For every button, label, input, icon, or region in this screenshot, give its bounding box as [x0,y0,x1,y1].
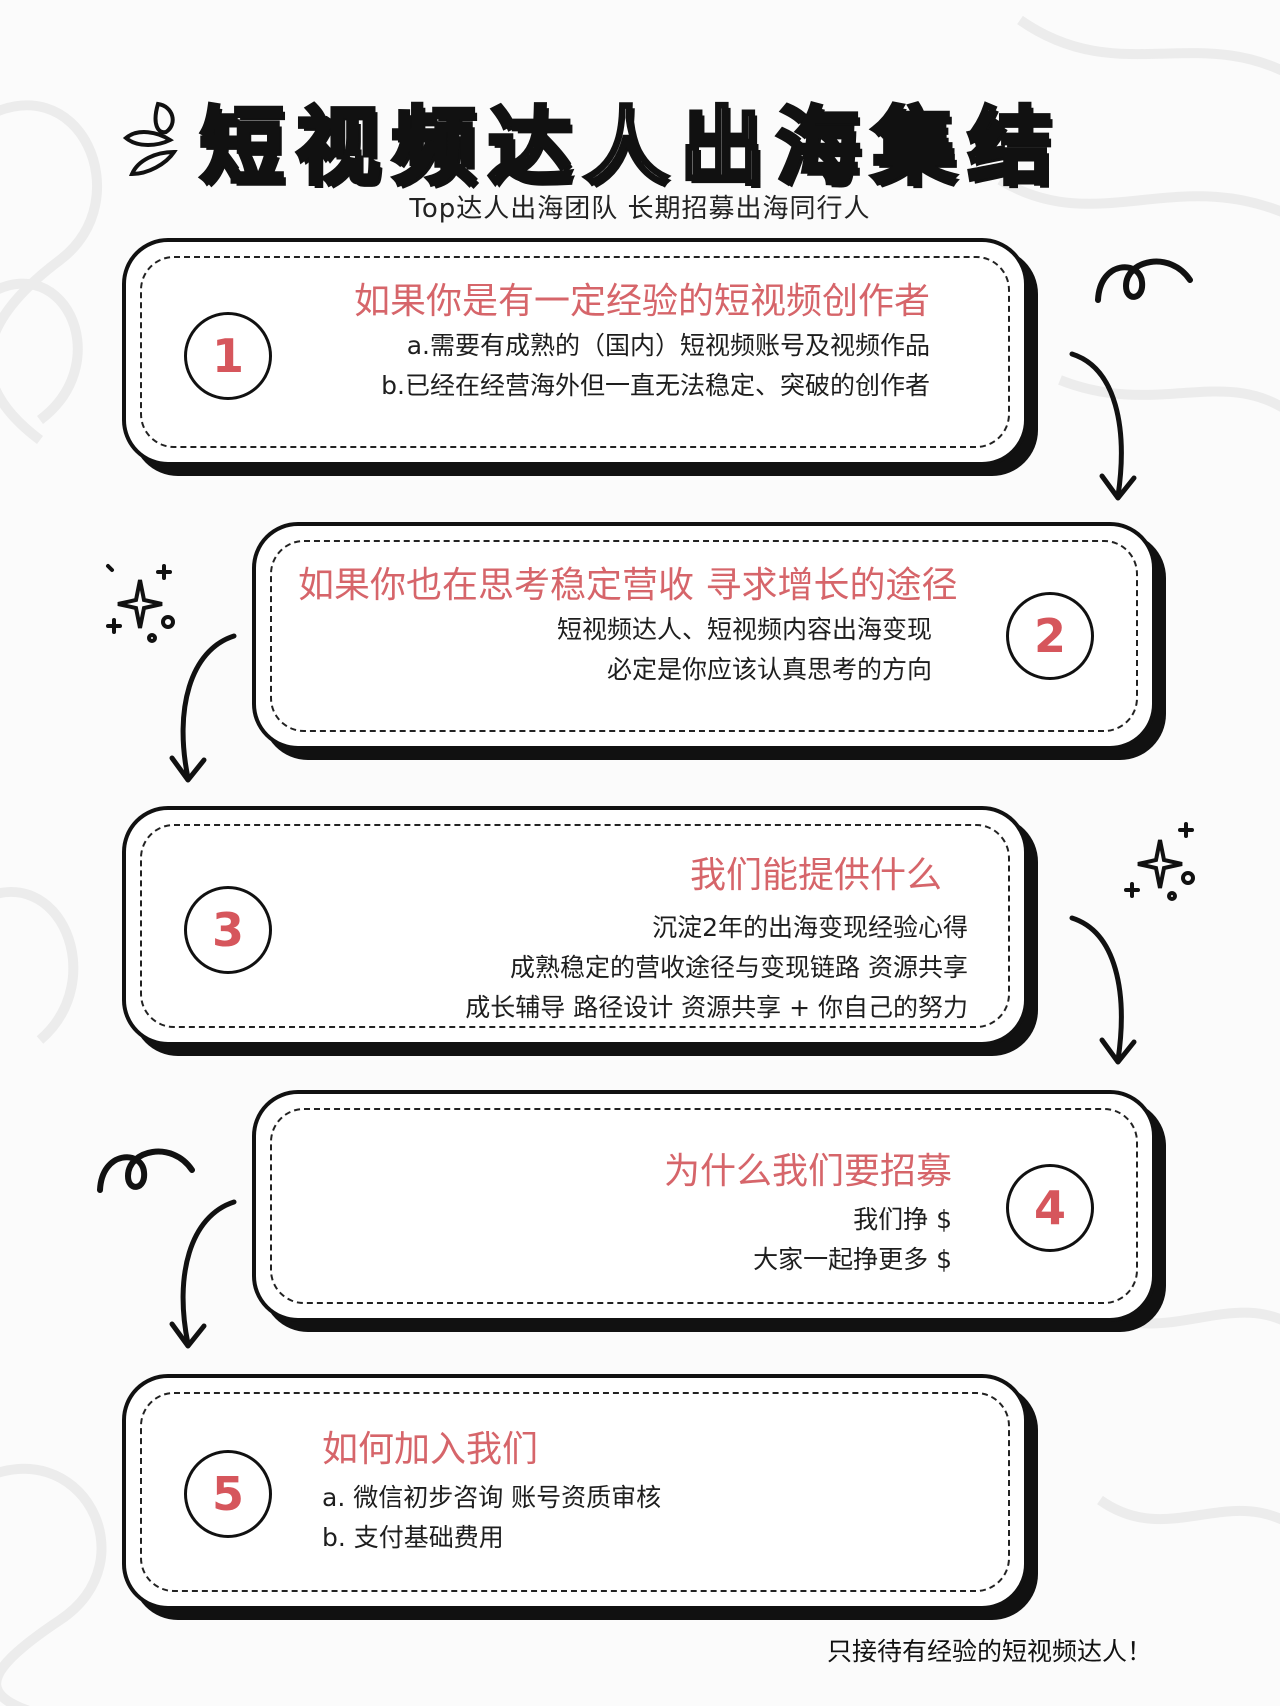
step-line: 短视频达人、短视频内容出海变现 [556,615,932,644]
step-line: a. 微信初步咨询 账号资质审核 [322,1483,662,1512]
sparkle-icon [106,564,175,643]
curved-arrow-icon [169,633,237,783]
step-title: 我们能提供什么 [689,855,942,896]
subtitle: Top达人出海团队 长期招募出海同行人 [409,194,871,224]
step-line: a.需要有成熟的（国内）短视频账号及视频作品 [406,331,930,360]
step-number-badge: 2 [1006,592,1094,680]
step-line: 我们挣 $ [853,1205,952,1234]
step-line: 沉淀2年的出海变现经验心得 [652,913,968,942]
dashed-border [270,540,1138,732]
step-title: 如果你是有一定经验的短视频创作者 [353,281,930,322]
step-line: 成熟稳定的营收途径与变现链路 资源共享 [510,953,968,982]
step-card-1: 1 如果你是有一定经验的短视频创作者 a.需要有成熟的（国内）短视频账号及视频作… [122,238,1028,466]
dashed-border [140,256,1010,448]
step-card-5: 5 如何加入我们 a. 微信初步咨询 账号资质审核 b. 支付基础费用 [122,1374,1028,1610]
step-title: 如果你也在思考稳定营收 寻求增长的途径 [298,565,958,606]
step-line: 必定是你应该认真思考的方向 [606,655,932,684]
curved-arrow-icon [1069,915,1137,1065]
curved-arrow-icon [1069,351,1137,501]
step-title: 如何加入我们 [322,1429,539,1470]
step-card-3: 3 我们能提供什么 沉淀2年的出海变现经验心得 成熟稳定的营收途径与变现链路 资… [122,806,1028,1046]
swirl-icon [1095,258,1193,303]
swirl-icon [97,1148,195,1193]
footer-note: 只接待有经验的短视频达人！ [826,1637,1152,1666]
step-card-4: 为什么我们要招募 我们挣 $ 大家一起挣更多 $ 4 [252,1090,1156,1322]
dashed-border [270,1108,1138,1304]
header: 短视频达人出海集结 [0,70,1280,200]
step-card-2: 如果你也在思考稳定营收 寻求增长的途径 短视频达人、短视频内容出海变现 必定是你… [252,522,1156,750]
step-line: b. 支付基础费用 [322,1523,504,1552]
page-title: 短视频达人出海集结 [198,96,1065,198]
step-number-badge: 3 [184,886,272,974]
dashed-border [140,1392,1010,1592]
step-number-badge: 1 [184,312,272,400]
step-title: 为什么我们要招募 [663,1151,952,1192]
splash-icon [122,101,178,177]
step-number-badge: 5 [184,1450,272,1538]
step-line: 成长辅导 路径设计 资源共享 + 你自己的努力 [465,993,968,1022]
step-line: 大家一起挣更多 $ [753,1245,952,1274]
sparkle-icon [1124,822,1195,901]
step-number-badge: 4 [1006,1164,1094,1252]
step-line: b.已经在经营海外但一直无法稳定、突破的创作者 [381,371,930,400]
dashed-border [140,824,1010,1028]
curved-arrow-icon [169,1199,237,1349]
